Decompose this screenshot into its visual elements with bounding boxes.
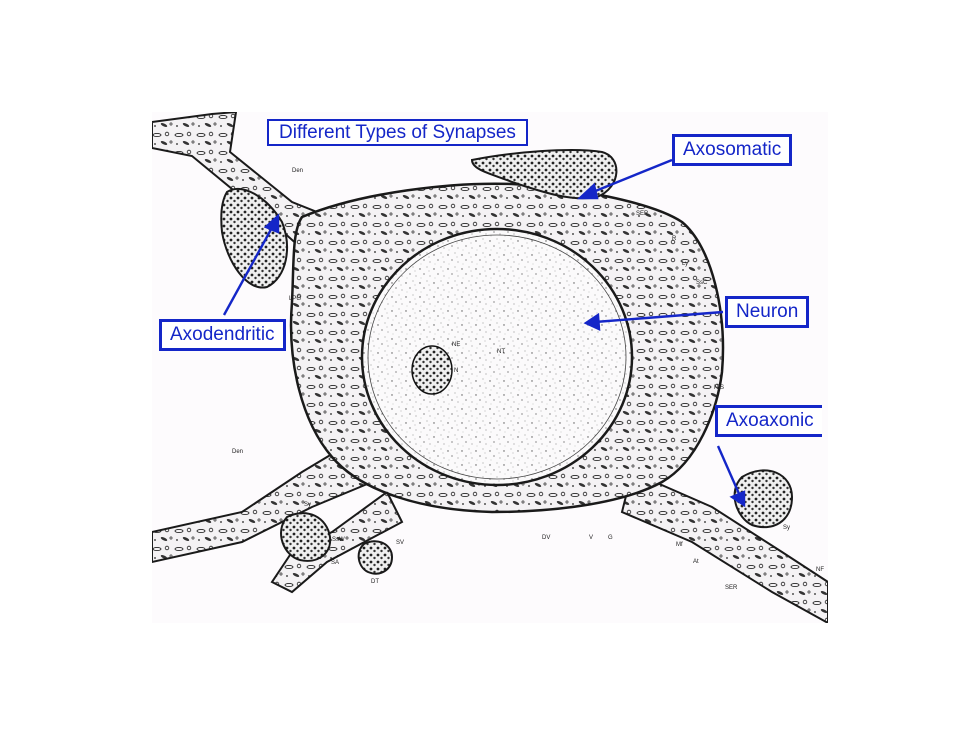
nucleus	[360, 227, 634, 487]
label-sy-right: Sy	[783, 525, 791, 531]
label-axodendritic: Axodendritic	[159, 319, 286, 351]
label-dt: DT	[371, 579, 379, 585]
label-neuron: Neuron	[725, 296, 810, 328]
pointer-arrows	[222, 158, 746, 508]
label-ssc: SsC	[696, 280, 708, 286]
label-at: At	[693, 559, 699, 565]
label-lpg: LPG	[289, 296, 302, 302]
label-den-top: Den	[292, 168, 304, 174]
label-r: R	[672, 236, 677, 242]
label-ser-bottom: SER	[725, 585, 738, 591]
diagram-title: Different Types of Synapses	[267, 119, 528, 146]
label-axoaxonic: Axoaxonic	[715, 405, 822, 437]
processes	[152, 112, 828, 623]
label-sa: SA	[331, 560, 340, 566]
label-den-left: Den	[232, 449, 244, 455]
label-n: N	[454, 368, 459, 374]
label-sv: SV	[396, 540, 405, 546]
label-sy-bottom: Sy	[304, 502, 312, 508]
label-nf: NF	[816, 567, 824, 573]
label-mf: Mf	[676, 542, 683, 548]
label-ser-top: SER	[636, 211, 649, 217]
nucleolus	[411, 345, 453, 395]
label-ly: Ly	[682, 261, 689, 267]
label-ssw: SsW	[332, 537, 345, 543]
label-dv: DV	[542, 535, 551, 541]
label-g: G	[608, 535, 613, 541]
label-v: V	[589, 535, 594, 541]
label-ne: NE	[452, 342, 461, 348]
label-axosomatic: Axosomatic	[672, 134, 793, 166]
synaptic-terminals	[220, 149, 794, 575]
label-nt: NT	[497, 349, 505, 355]
label-nis: NIS	[714, 385, 725, 391]
diagram-panel: Den SER R Ly SsC LPG NE NT N NIS Den Sy …	[152, 112, 828, 623]
neuron-illustration	[152, 112, 828, 623]
